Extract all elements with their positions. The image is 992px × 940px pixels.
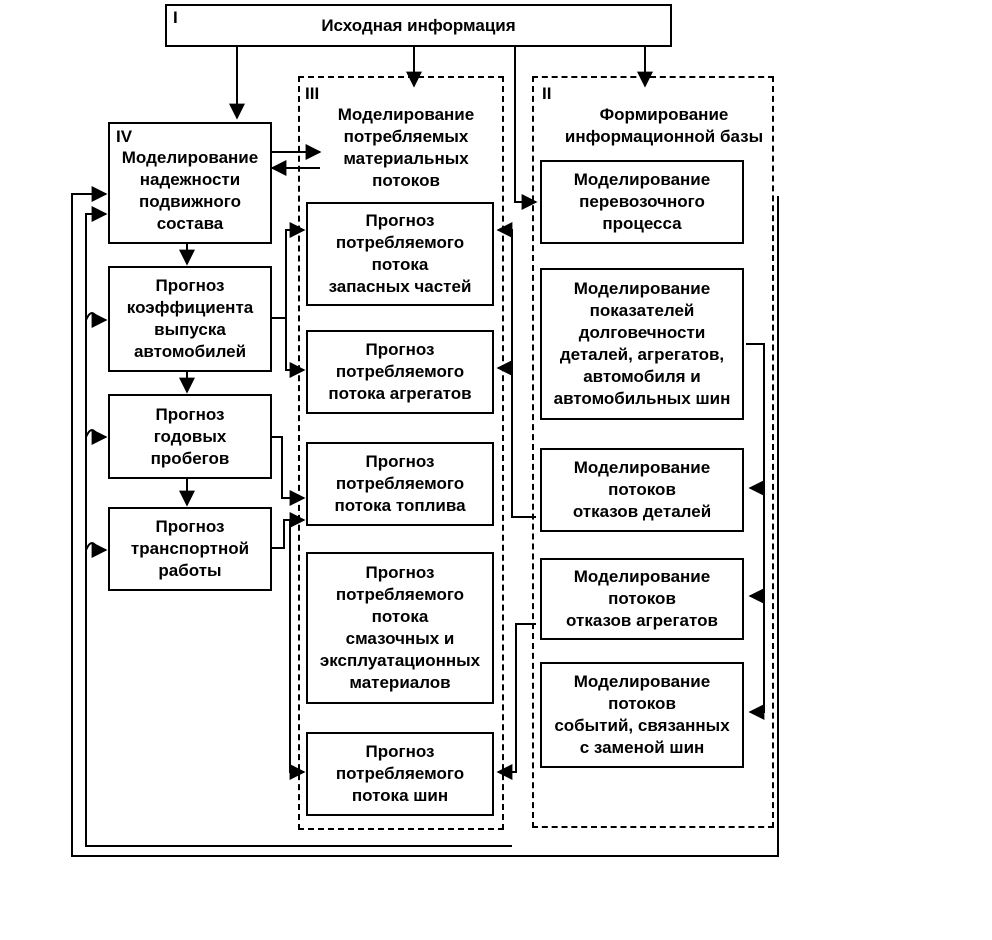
group-iii-container [298,76,504,830]
arrow-loop-to-iv-2 [85,312,108,328]
source-info-box: Исходная информация [165,4,672,47]
aggregates-failure-model-box: Моделирование потоков отказов агрегатов [540,558,744,640]
annual-mileage-forecast-box: Прогноз годовых пробегов [108,394,272,479]
arrow-durability-to-tire-events [746,343,765,720]
group-ii-title: Формирование информационной базы [564,105,764,146]
release-coefficient-forecast-box: Прогноз коэффициента выпуска автомобилей [108,266,272,372]
arrow-top-to-transport [514,46,538,210]
arrow-work-to-fuel [272,512,306,549]
transport-work-forecast-box: Прогноз транспортной работы [108,507,272,591]
reliability-model-box: Моделирование надежности подвижного сост… [108,122,272,244]
section-number-i: I [173,8,178,27]
group-ii-container [532,76,774,828]
fuel-flow-forecast-box: Прогноз потребляемого потока топлива [306,442,494,526]
arrow-loop-to-iv-4 [85,542,108,558]
tire-events-model-box: Моделирование потоков событий, связанных… [540,662,744,768]
parts-failure-model-box: Моделирование потоков отказов деталей [540,448,744,532]
source-info-label: Исходная информация [321,15,516,35]
aggregates-flow-forecast-box: Прогноз потребляемого потока агрегатов [306,330,494,414]
tires-flow-forecast-box: Прогноз потребляемого потока шин [306,732,494,816]
lubricants-flow-forecast-box: Прогноз потребляемого потока смазочных и… [306,552,494,704]
feedback-loop-outer [71,186,779,857]
arrow-agg-fail-to-tires [496,623,536,780]
durability-model-box: Моделирование показателей долговечности … [540,268,744,420]
section-number-ii: II [542,84,552,103]
feedback-loop-inner [85,206,512,847]
parts-flow-forecast-box: Прогноз потребляемого потока запасных ча… [306,202,494,306]
arrow-parts-fail-to-aggregates [496,360,536,518]
section-number-iii: III [305,84,320,103]
arrow-mileage-to-fuel [272,436,306,506]
section-number-iv: IV [116,127,133,146]
transport-process-model-box: Моделирование перевозочного процесса [540,160,744,244]
arrow-kv-to-parts [272,222,306,319]
arrow-loop-to-iv-3 [85,429,108,445]
group-iii-title: Моделирование потребляемых материальных … [337,105,475,190]
